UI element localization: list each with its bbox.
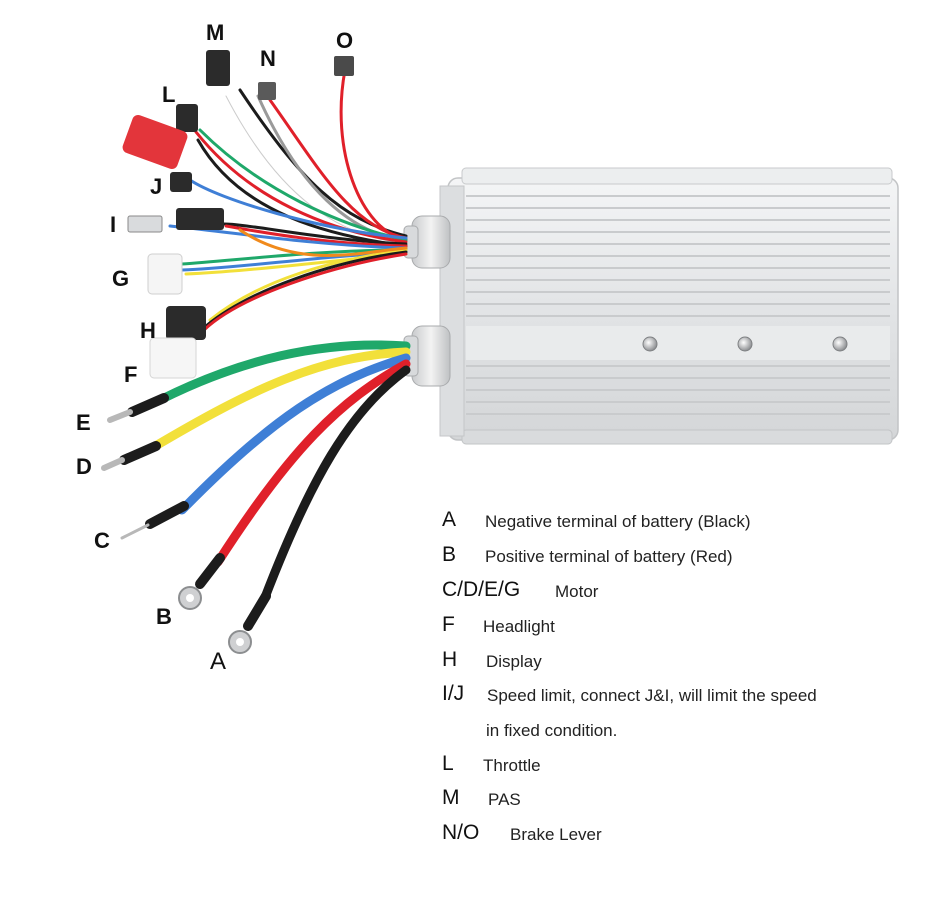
- power-wire-bundle: [147, 340, 411, 605]
- connector-i: [176, 208, 224, 230]
- connector-j: [170, 172, 192, 192]
- legend-code: I/J: [442, 682, 465, 705]
- legend-code: L: [442, 752, 454, 775]
- label-g: G: [112, 266, 130, 291]
- legend-desc: Positive terminal of battery (Red): [485, 547, 733, 566]
- label-b: B: [156, 604, 172, 629]
- legend-desc: Speed limit, connect J&I, will limit the…: [487, 686, 817, 705]
- label-i: I: [110, 212, 117, 237]
- terminal-c: [120, 501, 189, 540]
- upper-cable-gland: [403, 215, 451, 269]
- screw-icon: [832, 336, 848, 352]
- connector-o: [334, 56, 354, 76]
- label-h: H: [140, 318, 156, 343]
- legend-desc: Brake Lever: [510, 825, 602, 844]
- legend-code: A: [442, 508, 457, 531]
- connector-i-male: [127, 215, 163, 233]
- terminal-b: [178, 553, 225, 610]
- legend-desc: in fixed condition.: [486, 721, 618, 740]
- connector-red-cap: [122, 114, 188, 170]
- legend-code: C/D/E/G: [442, 578, 521, 601]
- terminal-a: [228, 591, 271, 654]
- connector-n: [258, 82, 276, 100]
- connector-m: [206, 50, 230, 86]
- label-f: F: [124, 362, 138, 387]
- legend-code: H: [442, 648, 458, 671]
- connector-h: [166, 306, 206, 340]
- signal-wire-bundle: [168, 68, 408, 332]
- lower-cable-gland: [403, 325, 451, 387]
- label-c: C: [94, 528, 110, 553]
- label-d: D: [76, 454, 92, 479]
- screw-icon: [737, 336, 753, 352]
- terminal-d: [101, 441, 161, 471]
- legend-desc: PAS: [488, 790, 521, 809]
- legend-code: N/O: [442, 821, 480, 844]
- controller-housing: [439, 167, 899, 445]
- legend-code: B: [442, 543, 457, 566]
- legend-desc: Headlight: [483, 617, 555, 636]
- label-n: N: [260, 46, 276, 71]
- legend-desc: Display: [486, 652, 542, 671]
- connector-g: [147, 253, 183, 295]
- legend-desc: Negative terminal of battery (Black): [485, 512, 751, 531]
- label-o: O: [336, 28, 354, 53]
- label-l: L: [162, 82, 176, 107]
- label-j: J: [150, 174, 163, 199]
- screw-icon: [642, 336, 658, 352]
- label-a: A: [210, 648, 227, 675]
- label-e: E: [76, 410, 91, 435]
- label-m: M: [206, 20, 225, 45]
- legend-desc: Motor: [555, 582, 599, 601]
- connector-l: [176, 104, 198, 132]
- legend-code: F: [442, 613, 455, 636]
- terminal-e: [107, 393, 169, 423]
- connector-f: [149, 337, 197, 379]
- legend-code: M: [442, 786, 460, 809]
- legend-desc: Throttle: [483, 756, 541, 775]
